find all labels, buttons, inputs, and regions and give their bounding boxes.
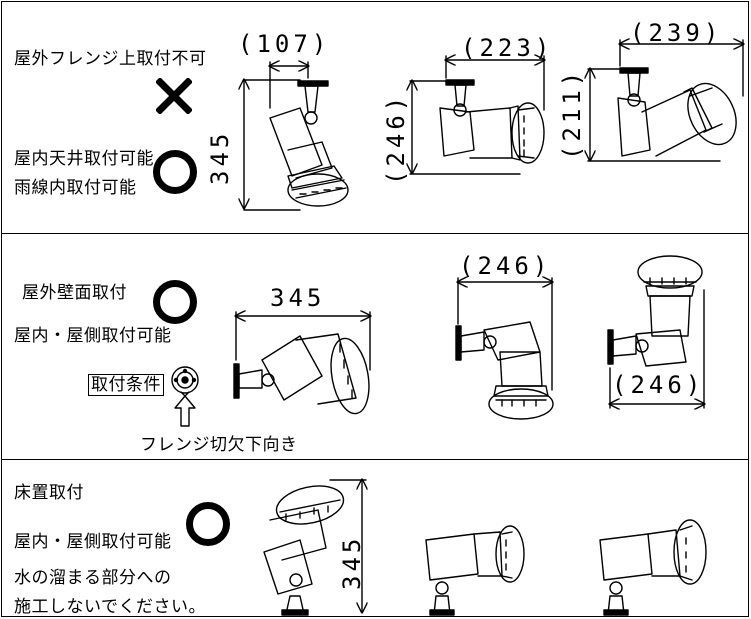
label-outdoor-wall: 屋外壁面取付 bbox=[22, 283, 127, 303]
circle-mark-icon bbox=[153, 150, 197, 194]
fixture-floor-side bbox=[425, 525, 525, 616]
dim-lines-1c bbox=[588, 40, 743, 162]
fixture-wall-tilted bbox=[233, 333, 370, 415]
label-rain-line: 雨線内取付可能 bbox=[14, 178, 137, 198]
section-divider-2 bbox=[1, 459, 749, 460]
dim-107: (107) bbox=[238, 30, 331, 58]
circle-mark-icon bbox=[186, 502, 230, 546]
dim-lines-1a bbox=[244, 62, 308, 211]
label-indoor-ceiling: 屋内天井取付可能 bbox=[14, 149, 154, 169]
dim-lines-2a bbox=[236, 312, 370, 371]
label-flange-note: フレンジ切欠下向き bbox=[140, 435, 298, 455]
fixture-wall-down bbox=[455, 321, 554, 420]
dim-lines-2c bbox=[610, 289, 704, 408]
label-floor: 床置取付 bbox=[14, 483, 84, 503]
dim-lines-1b bbox=[410, 56, 544, 175]
circle-mark-icon bbox=[153, 280, 197, 324]
fixture-floor-tilted bbox=[263, 485, 345, 616]
label-water-2: 施工しないでください。 bbox=[14, 597, 206, 617]
fixture-ceiling-side bbox=[439, 79, 545, 164]
cross-mark-icon bbox=[156, 78, 192, 114]
section-divider-1 bbox=[1, 233, 749, 234]
dim-lines-2b bbox=[458, 278, 552, 391]
fixture-ceiling-tilted bbox=[269, 80, 349, 207]
fixture-floor-angled bbox=[599, 519, 707, 616]
dim-lines-3a bbox=[329, 480, 366, 612]
label-outdoor-flange-top: 屋外フレンジ上取付不可 bbox=[14, 49, 207, 69]
label-water-1: 水の溜まる部分への bbox=[14, 568, 172, 588]
flange-icon bbox=[171, 366, 199, 397]
label-install-condition: 取付条件 bbox=[88, 374, 164, 396]
fixture-wall-up bbox=[607, 255, 703, 367]
up-arrow-icon bbox=[174, 395, 196, 427]
dim-h-246-b: (246) bbox=[612, 371, 705, 399]
fixture-ceiling-angled bbox=[617, 67, 737, 157]
dim-h-345: 345 bbox=[270, 284, 326, 312]
dim-h-246: (246) bbox=[459, 252, 552, 280]
label-indoor-side: 屋内・屋側取付可能 bbox=[14, 326, 172, 346]
label-indoor-side-2: 屋内・屋側取付可能 bbox=[14, 532, 172, 552]
